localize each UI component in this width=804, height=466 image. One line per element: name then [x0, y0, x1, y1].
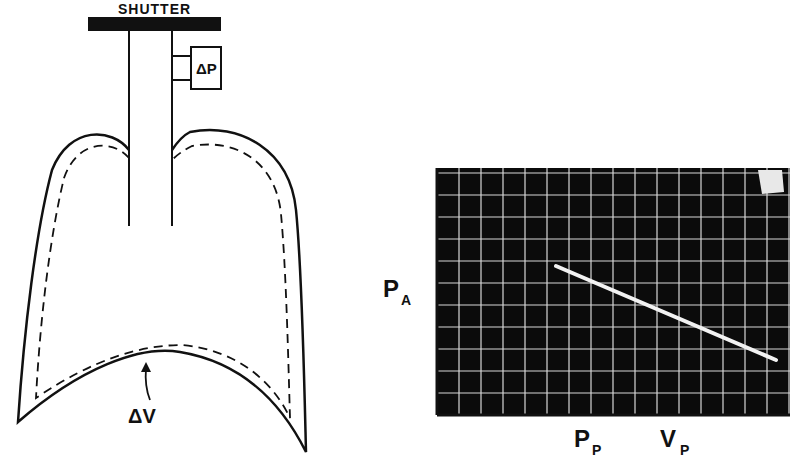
grid-line	[568, 168, 569, 415]
grid-line	[437, 216, 790, 217]
leader-arrow	[146, 368, 150, 400]
pressure-label: ΔP	[196, 61, 217, 76]
volume-label: ΔV	[128, 406, 156, 426]
scope-trace	[556, 266, 776, 360]
bar-fill	[88, 17, 221, 31]
grid-line	[634, 168, 635, 415]
axis-subscript: P	[680, 443, 689, 457]
grid-line	[458, 168, 459, 415]
grid-line	[480, 168, 481, 415]
arrow-head	[141, 362, 151, 372]
grid-line	[766, 168, 767, 415]
shutter-bar: SHUTTER	[88, 2, 221, 32]
axis	[437, 414, 790, 417]
grid-line	[744, 168, 745, 415]
grid-line	[437, 194, 790, 195]
pressure-line	[172, 55, 190, 57]
grid-line	[788, 168, 789, 415]
scope-screen	[437, 168, 790, 415]
shutter-label: SHUTTER	[116, 2, 193, 16]
grid-line	[437, 392, 790, 393]
grid-line	[524, 168, 525, 415]
pressure-line	[172, 79, 190, 81]
grid-line	[546, 168, 547, 415]
grid-line	[722, 168, 723, 415]
grid-line	[437, 304, 790, 305]
screen-glare	[758, 170, 784, 194]
grid-line	[437, 326, 790, 327]
grid-line	[437, 370, 790, 371]
grid-line	[678, 168, 679, 415]
axis	[436, 168, 439, 415]
tube-wall	[171, 30, 173, 226]
grid-line	[437, 282, 790, 283]
grid-line	[700, 168, 701, 415]
tube-wall	[128, 30, 130, 226]
axis-label: P	[574, 427, 590, 451]
lung-dashed-outline	[36, 144, 290, 418]
scope-grid	[437, 168, 790, 415]
grid-line	[437, 238, 790, 239]
axis-subscript: P	[592, 443, 601, 457]
grid-line	[437, 260, 790, 261]
pressure-box: ΔP	[190, 46, 222, 90]
grid-line	[437, 172, 790, 173]
axis-label: V	[660, 427, 676, 451]
grid-line	[590, 168, 591, 415]
grid-line	[656, 168, 657, 415]
grid-line	[502, 168, 503, 415]
grid-line	[437, 348, 790, 349]
axis-subscript: A	[401, 293, 411, 307]
axis-label: P	[383, 277, 399, 301]
lung-outline	[18, 130, 306, 452]
